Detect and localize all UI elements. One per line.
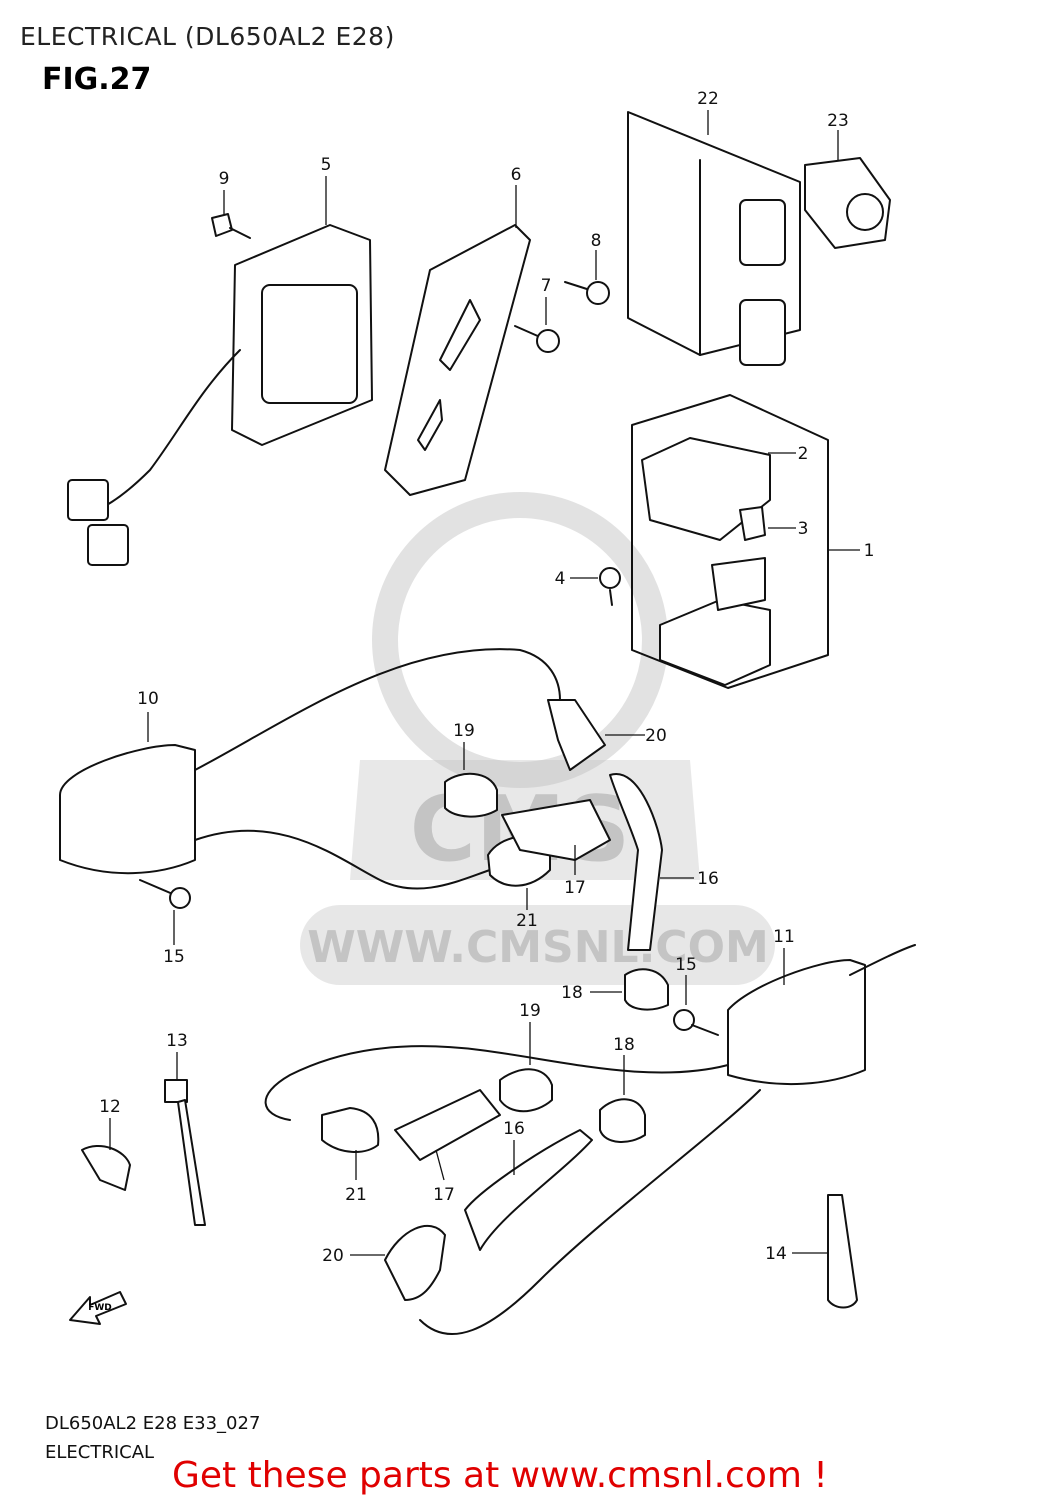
callout-16-lower: 16: [503, 1119, 525, 1139]
part-ignition-coil-rear: [727, 944, 916, 1086]
callout-3: 3: [798, 519, 809, 539]
callout-11: 11: [773, 927, 795, 947]
page-title: ELECTRICAL (DL650AL2 E28): [20, 22, 395, 51]
callout-13: 13: [166, 1031, 188, 1051]
callout-21-upper: 21: [516, 911, 538, 931]
part-ecm-unit: [627, 111, 801, 366]
callout-numbers: 22 23 9 5 6 8 7 2 3 1 4 10 19 20 17 16 2…: [99, 89, 874, 1266]
callout-10: 10: [137, 689, 159, 709]
part-cap-17-lower: [394, 1089, 501, 1161]
figure-label: FIG.27: [42, 62, 152, 97]
part-strap: [827, 1194, 858, 1309]
callout-20-upper: 20: [645, 726, 667, 746]
callout-14: 14: [765, 1244, 787, 1264]
callout-21-lower: 21: [345, 1185, 367, 1205]
leader-lines: [109, 110, 860, 1256]
part-cable-tie: [164, 1079, 206, 1226]
callout-18-upper: 18: [561, 983, 583, 1003]
part-cap-19-lower: [499, 1068, 553, 1113]
part-bolt-8: [564, 281, 610, 305]
part-bracket: [384, 224, 531, 496]
part-bolt-9: [211, 213, 251, 239]
callout-22: 22: [697, 89, 719, 109]
fwd-arrow-icon: FWD: [69, 1291, 127, 1325]
part-clamp: [81, 1145, 131, 1191]
callout-8: 8: [591, 231, 602, 251]
part-ignition-coil-front: [59, 648, 561, 890]
part-cap-19-upper: [444, 772, 498, 818]
callout-2: 2: [798, 444, 809, 464]
callout-17-lower: 17: [433, 1185, 455, 1205]
part-bolt-15-upper: [139, 879, 191, 909]
callout-9: 9: [219, 169, 230, 189]
part-bolt-15-lower: [673, 1009, 719, 1036]
callout-6: 6: [511, 165, 522, 185]
diagram-code: DL650AL2 E28 E33_027: [45, 1413, 261, 1434]
callout-19-lower: 19: [519, 1001, 541, 1021]
callout-1: 1: [864, 541, 875, 561]
callout-4: 4: [555, 569, 566, 589]
diagram-name: ELECTRICAL: [45, 1442, 155, 1463]
callout-17-upper: 17: [564, 878, 586, 898]
part-starter-relay-group: [631, 394, 829, 689]
callout-20-lower: 20: [322, 1246, 344, 1266]
part-bolt-4: [599, 567, 621, 606]
part-cap-18-lower: [599, 1098, 646, 1143]
callout-19-upper: 19: [453, 721, 475, 741]
part-connector: [804, 157, 891, 249]
part-tube-16-lower: [464, 1129, 593, 1251]
part-plug-boot-upper: [547, 699, 606, 771]
callout-23: 23: [827, 111, 849, 131]
callout-16-upper: 16: [697, 869, 719, 889]
fwd-label: FWD: [88, 1303, 112, 1313]
callout-5: 5: [321, 155, 332, 175]
callout-12: 12: [99, 1097, 121, 1117]
part-regulator: [67, 224, 373, 566]
callout-18-lower: 18: [613, 1035, 635, 1055]
part-cap-18-upper: [624, 968, 669, 1011]
part-bolt-7: [514, 325, 560, 353]
callout-15-lower: 15: [675, 955, 697, 975]
part-plug-boot-lower: [384, 1224, 446, 1301]
shop-link-banner[interactable]: Get these parts at www.cmsnl.com !: [172, 1455, 828, 1496]
part-tube-16-upper: [609, 773, 663, 951]
part-lower-harness: [264, 1045, 761, 1336]
callout-15-upper: 15: [163, 947, 185, 967]
callout-7: 7: [541, 276, 552, 296]
watermark-text: WWW.CMSNL.COM: [307, 922, 769, 973]
part-cap-17-upper: [501, 799, 611, 861]
part-cap-21-lower: [321, 1107, 380, 1153]
